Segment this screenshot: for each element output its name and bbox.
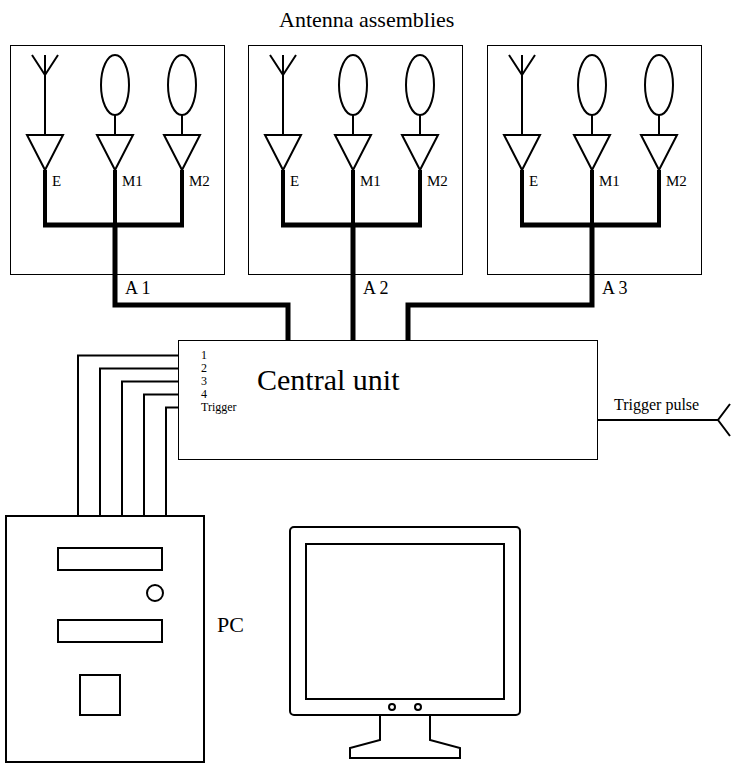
data-cable	[166, 408, 178, 515]
amplifier-label: M2	[189, 173, 210, 190]
unit-title: Central unit	[257, 363, 399, 396]
data-cable	[122, 382, 178, 515]
data-cable	[78, 356, 178, 515]
antenna-cable	[408, 275, 592, 340]
antenna-assembly-art	[265, 55, 438, 275]
cable-label: A 2	[361, 279, 391, 299]
amplifier-label: E	[52, 173, 61, 190]
amplifier-label: M1	[599, 173, 620, 190]
diagram-title: Antenna assemblies	[279, 8, 454, 32]
data-cable	[144, 395, 178, 515]
amplifier-label: M2	[666, 173, 687, 190]
antenna-assembly-box: E M1 M2	[10, 45, 225, 275]
trigger-wire	[597, 419, 718, 421]
antenna-assembly-box: E M1 M2	[248, 45, 463, 275]
antenna-cable	[351, 275, 356, 340]
antenna-assembly-box: E M1 M2	[487, 45, 702, 275]
monitor-art	[290, 527, 520, 758]
amplifier-label: E	[529, 173, 538, 190]
antenna-cable	[115, 275, 288, 340]
pc-label: PC	[217, 613, 244, 637]
antenna-assembly-art	[27, 55, 200, 275]
port-label: 3	[201, 375, 207, 388]
antenna-assembly-art	[504, 55, 677, 275]
cable-label: A 3	[600, 279, 630, 299]
pc-tower: PC	[5, 515, 205, 763]
port-label: Trigger	[201, 401, 237, 414]
port-label: 4	[201, 388, 207, 401]
central-unit-box: Central unit 1234Trigger	[178, 340, 598, 460]
amplifier-label: E	[290, 173, 299, 190]
amplifier-label: M1	[122, 173, 143, 190]
trigger-antenna	[718, 404, 730, 436]
port-label: 1	[201, 349, 207, 362]
signal-label: Trigger pulse	[612, 396, 701, 414]
data-cable	[100, 369, 178, 515]
amplifier-label: M1	[360, 173, 381, 190]
amplifier-label: M2	[427, 173, 448, 190]
cable-label: A 1	[123, 279, 153, 299]
pc-tower-art	[58, 548, 163, 715]
port-label: 2	[201, 362, 207, 375]
